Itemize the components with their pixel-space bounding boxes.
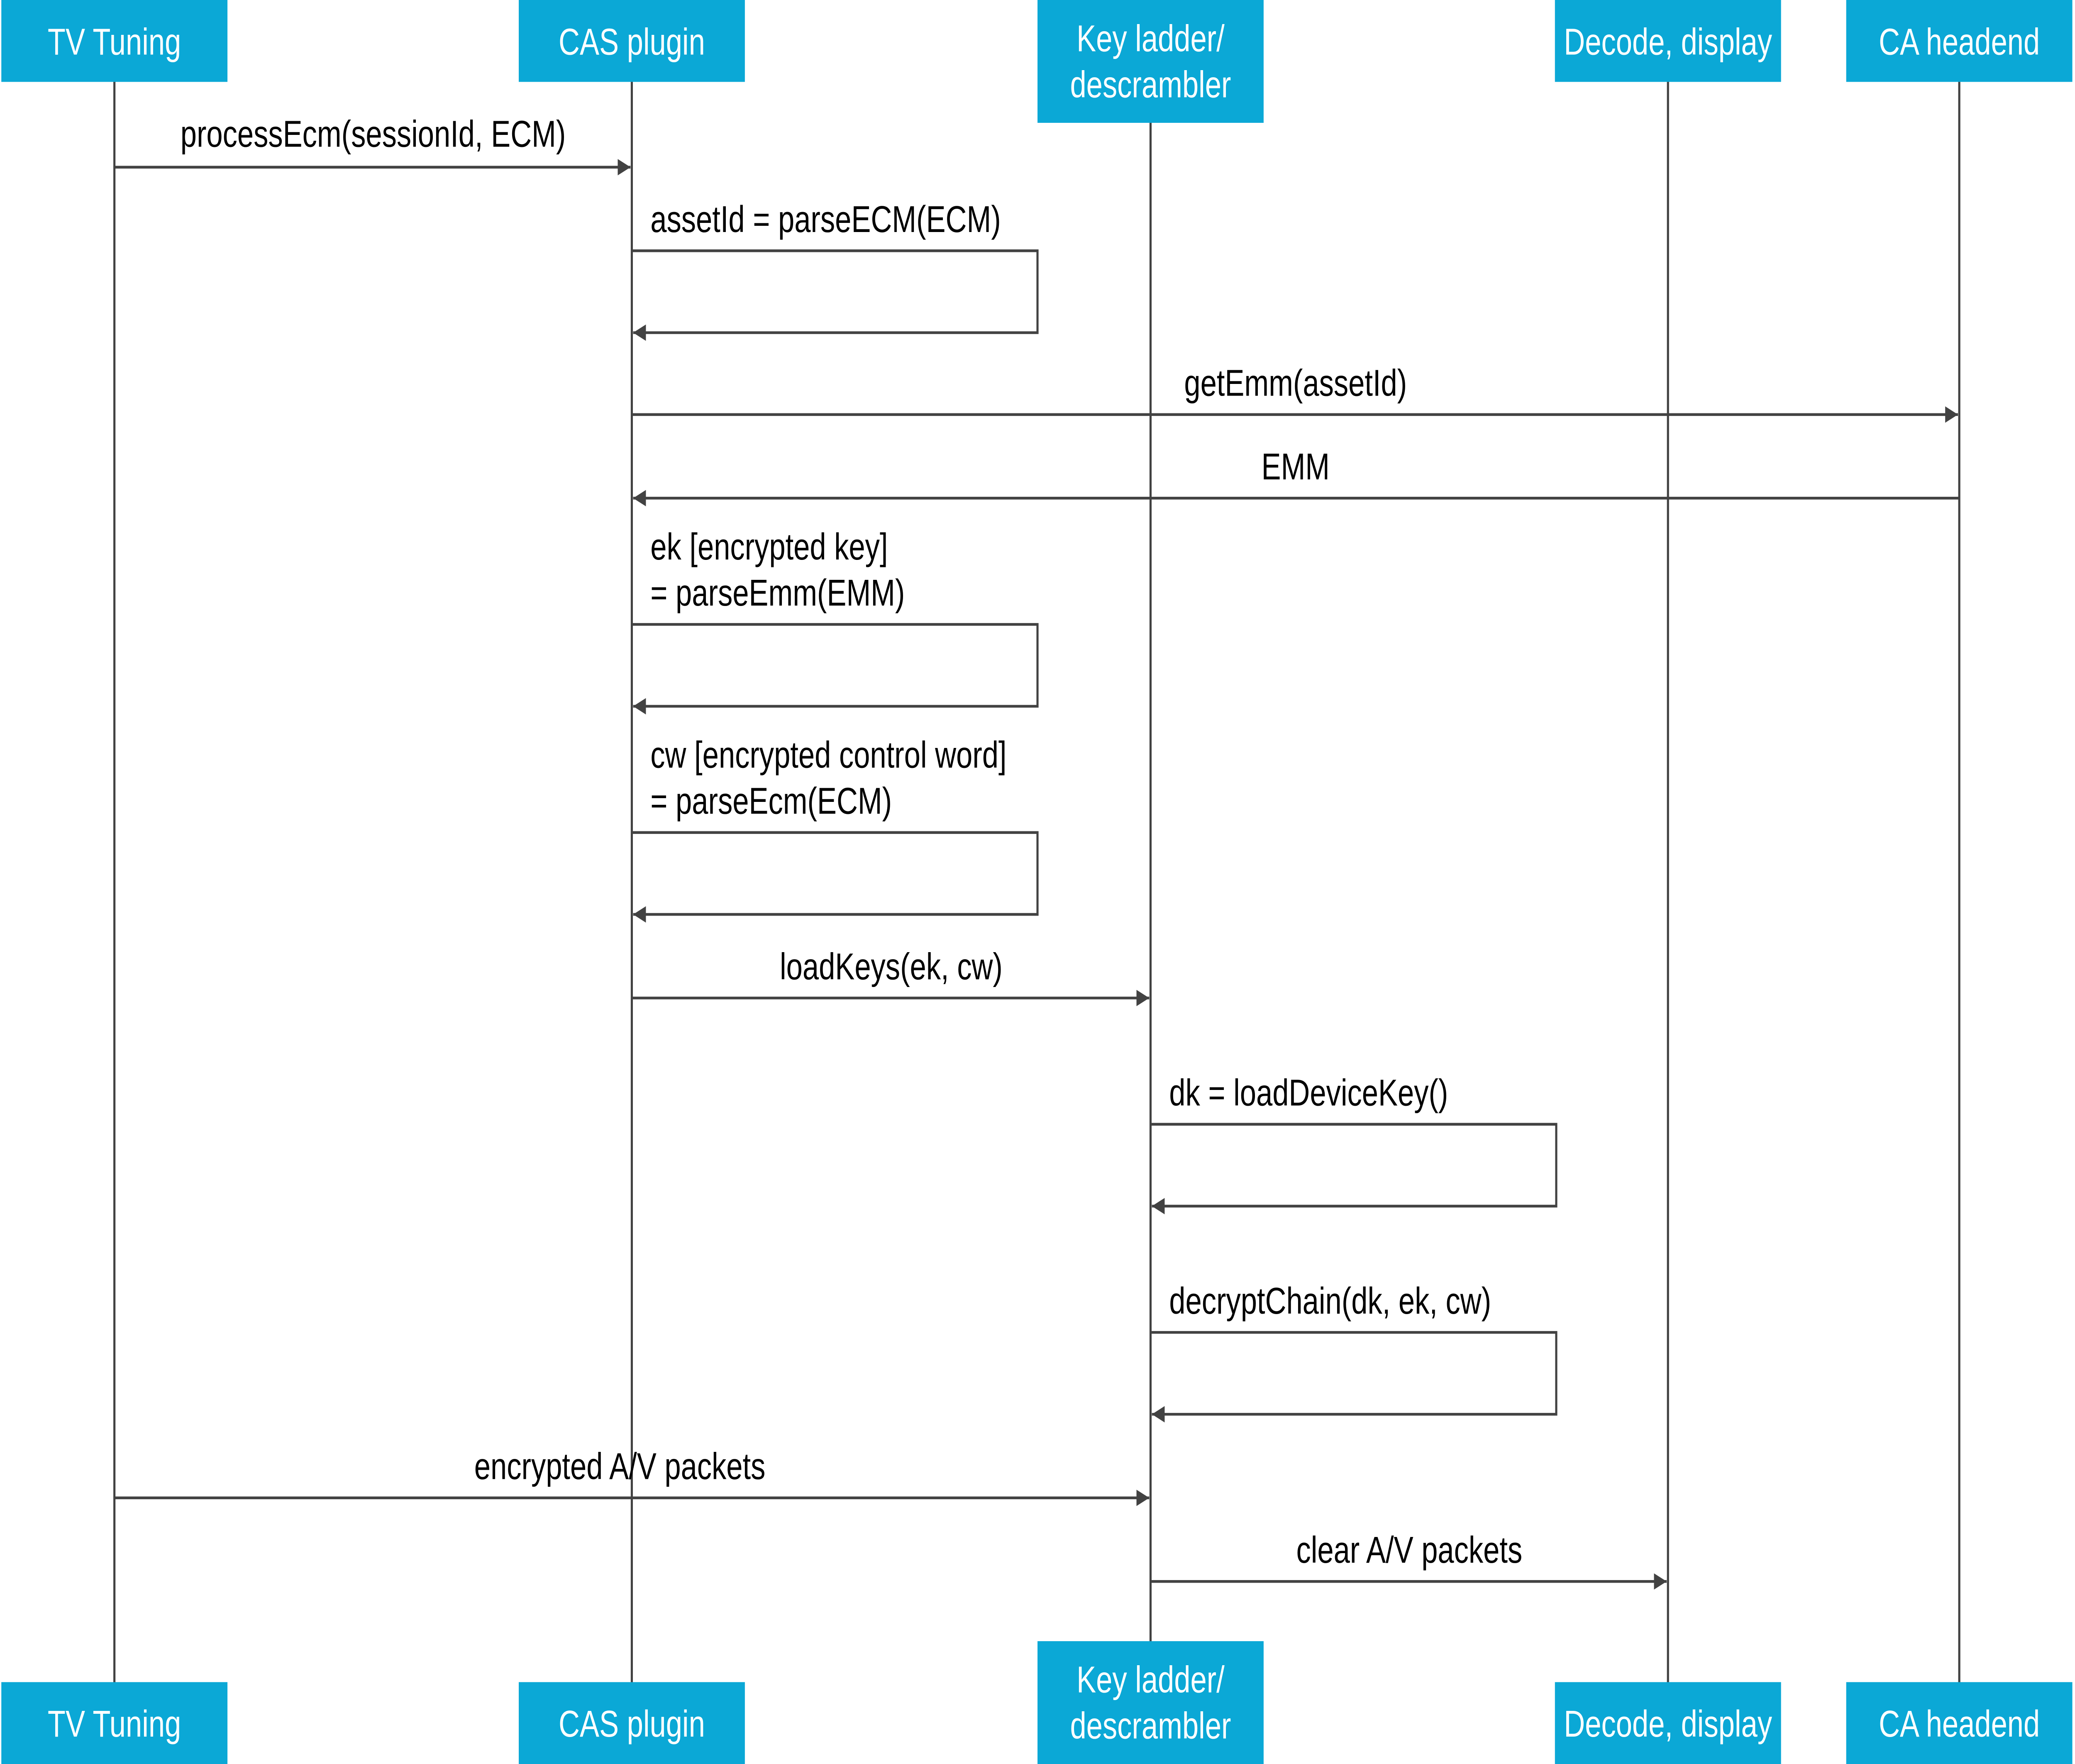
message: processEcm(sessionId, ECM) <box>114 113 631 176</box>
self-message-arrow <box>1150 1331 1557 1423</box>
participant-box <box>1 1682 228 1764</box>
participant-box <box>1555 0 1781 82</box>
participant-label: Decode, display <box>1564 21 1772 63</box>
message-label: clear A/V packets <box>1296 1529 1522 1571</box>
self-message-arrow <box>1150 1123 1557 1214</box>
message: loadKeys(ek, cw) <box>632 946 1150 1007</box>
participant-label: Key ladder/ <box>1077 1659 1225 1700</box>
participant-box <box>1038 0 1264 123</box>
participant-bottom: CAS plugin <box>519 1682 745 1764</box>
participant-label: TV Tuning <box>48 21 181 63</box>
participant-bottom: Decode, display <box>1555 1682 1781 1764</box>
participant-box <box>519 0 745 82</box>
message-label: = parseEcm(ECM) <box>650 780 892 822</box>
message: clear A/V packets <box>1150 1529 1667 1590</box>
participant-top: CAS plugin <box>519 0 745 82</box>
message-label: cw [encrypted control word] <box>650 734 1006 776</box>
self-message-arrow <box>632 623 1039 715</box>
message-label: assetId = parseECM(ECM) <box>650 199 1001 240</box>
participant-label: CAS plugin <box>559 1703 705 1745</box>
participant-label: CA headend <box>1879 21 2040 63</box>
message: cw [encrypted control word]= parseEcm(EC… <box>632 734 1039 923</box>
message-label: EMM <box>1262 446 1330 488</box>
participant-box <box>1 0 228 82</box>
participant-label: descrambler <box>1070 1705 1231 1747</box>
self-message-arrow <box>632 249 1039 341</box>
message-label: decryptChain(dk, ek, cw) <box>1169 1280 1491 1322</box>
self-message-arrow <box>632 831 1039 923</box>
participant-bottom: Key ladder/descrambler <box>1038 1641 1264 1764</box>
participant-box <box>1555 1682 1781 1764</box>
message: EMM <box>633 446 1960 506</box>
message: ek [encrypted key]= parseEmm(EMM) <box>632 526 1039 715</box>
message: encrypted A/V packets <box>114 1446 1150 1506</box>
message: getEmm(assetId) <box>632 362 1958 423</box>
message-label: loadKeys(ek, cw) <box>780 946 1003 987</box>
message: decryptChain(dk, ek, cw) <box>1150 1280 1557 1423</box>
participant-box <box>1846 0 2073 82</box>
participant-top: TV Tuning <box>1 0 228 82</box>
participant-top: CA headend <box>1846 0 2073 82</box>
message-label: ek [encrypted key] <box>650 526 888 568</box>
participant-box <box>1038 1641 1264 1764</box>
participant-box <box>519 1682 745 1764</box>
message-label: = parseEmm(EMM) <box>650 572 905 614</box>
message: dk = loadDeviceKey() <box>1150 1072 1557 1214</box>
participant-box <box>1846 1682 2073 1764</box>
participant-label: Key ladder/ <box>1077 18 1225 59</box>
message-label: processEcm(sessionId, ECM) <box>181 113 566 155</box>
participant-label: CAS plugin <box>559 21 705 63</box>
participant-bottom: CA headend <box>1846 1682 2073 1764</box>
message: assetId = parseECM(ECM) <box>632 199 1039 341</box>
participant-top: Decode, display <box>1555 0 1781 82</box>
participant-bottom: TV Tuning <box>1 1682 228 1764</box>
participant-label: CA headend <box>1879 1703 2040 1745</box>
message-label: encrypted A/V packets <box>474 1446 766 1487</box>
message-label: getEmm(assetId) <box>1184 362 1407 404</box>
participant-label: Decode, display <box>1564 1703 1772 1745</box>
participant-top: Key ladder/descrambler <box>1038 0 1264 123</box>
message-label: dk = loadDeviceKey() <box>1169 1072 1448 1114</box>
participant-label: descrambler <box>1070 64 1231 105</box>
participant-label: TV Tuning <box>48 1703 181 1745</box>
